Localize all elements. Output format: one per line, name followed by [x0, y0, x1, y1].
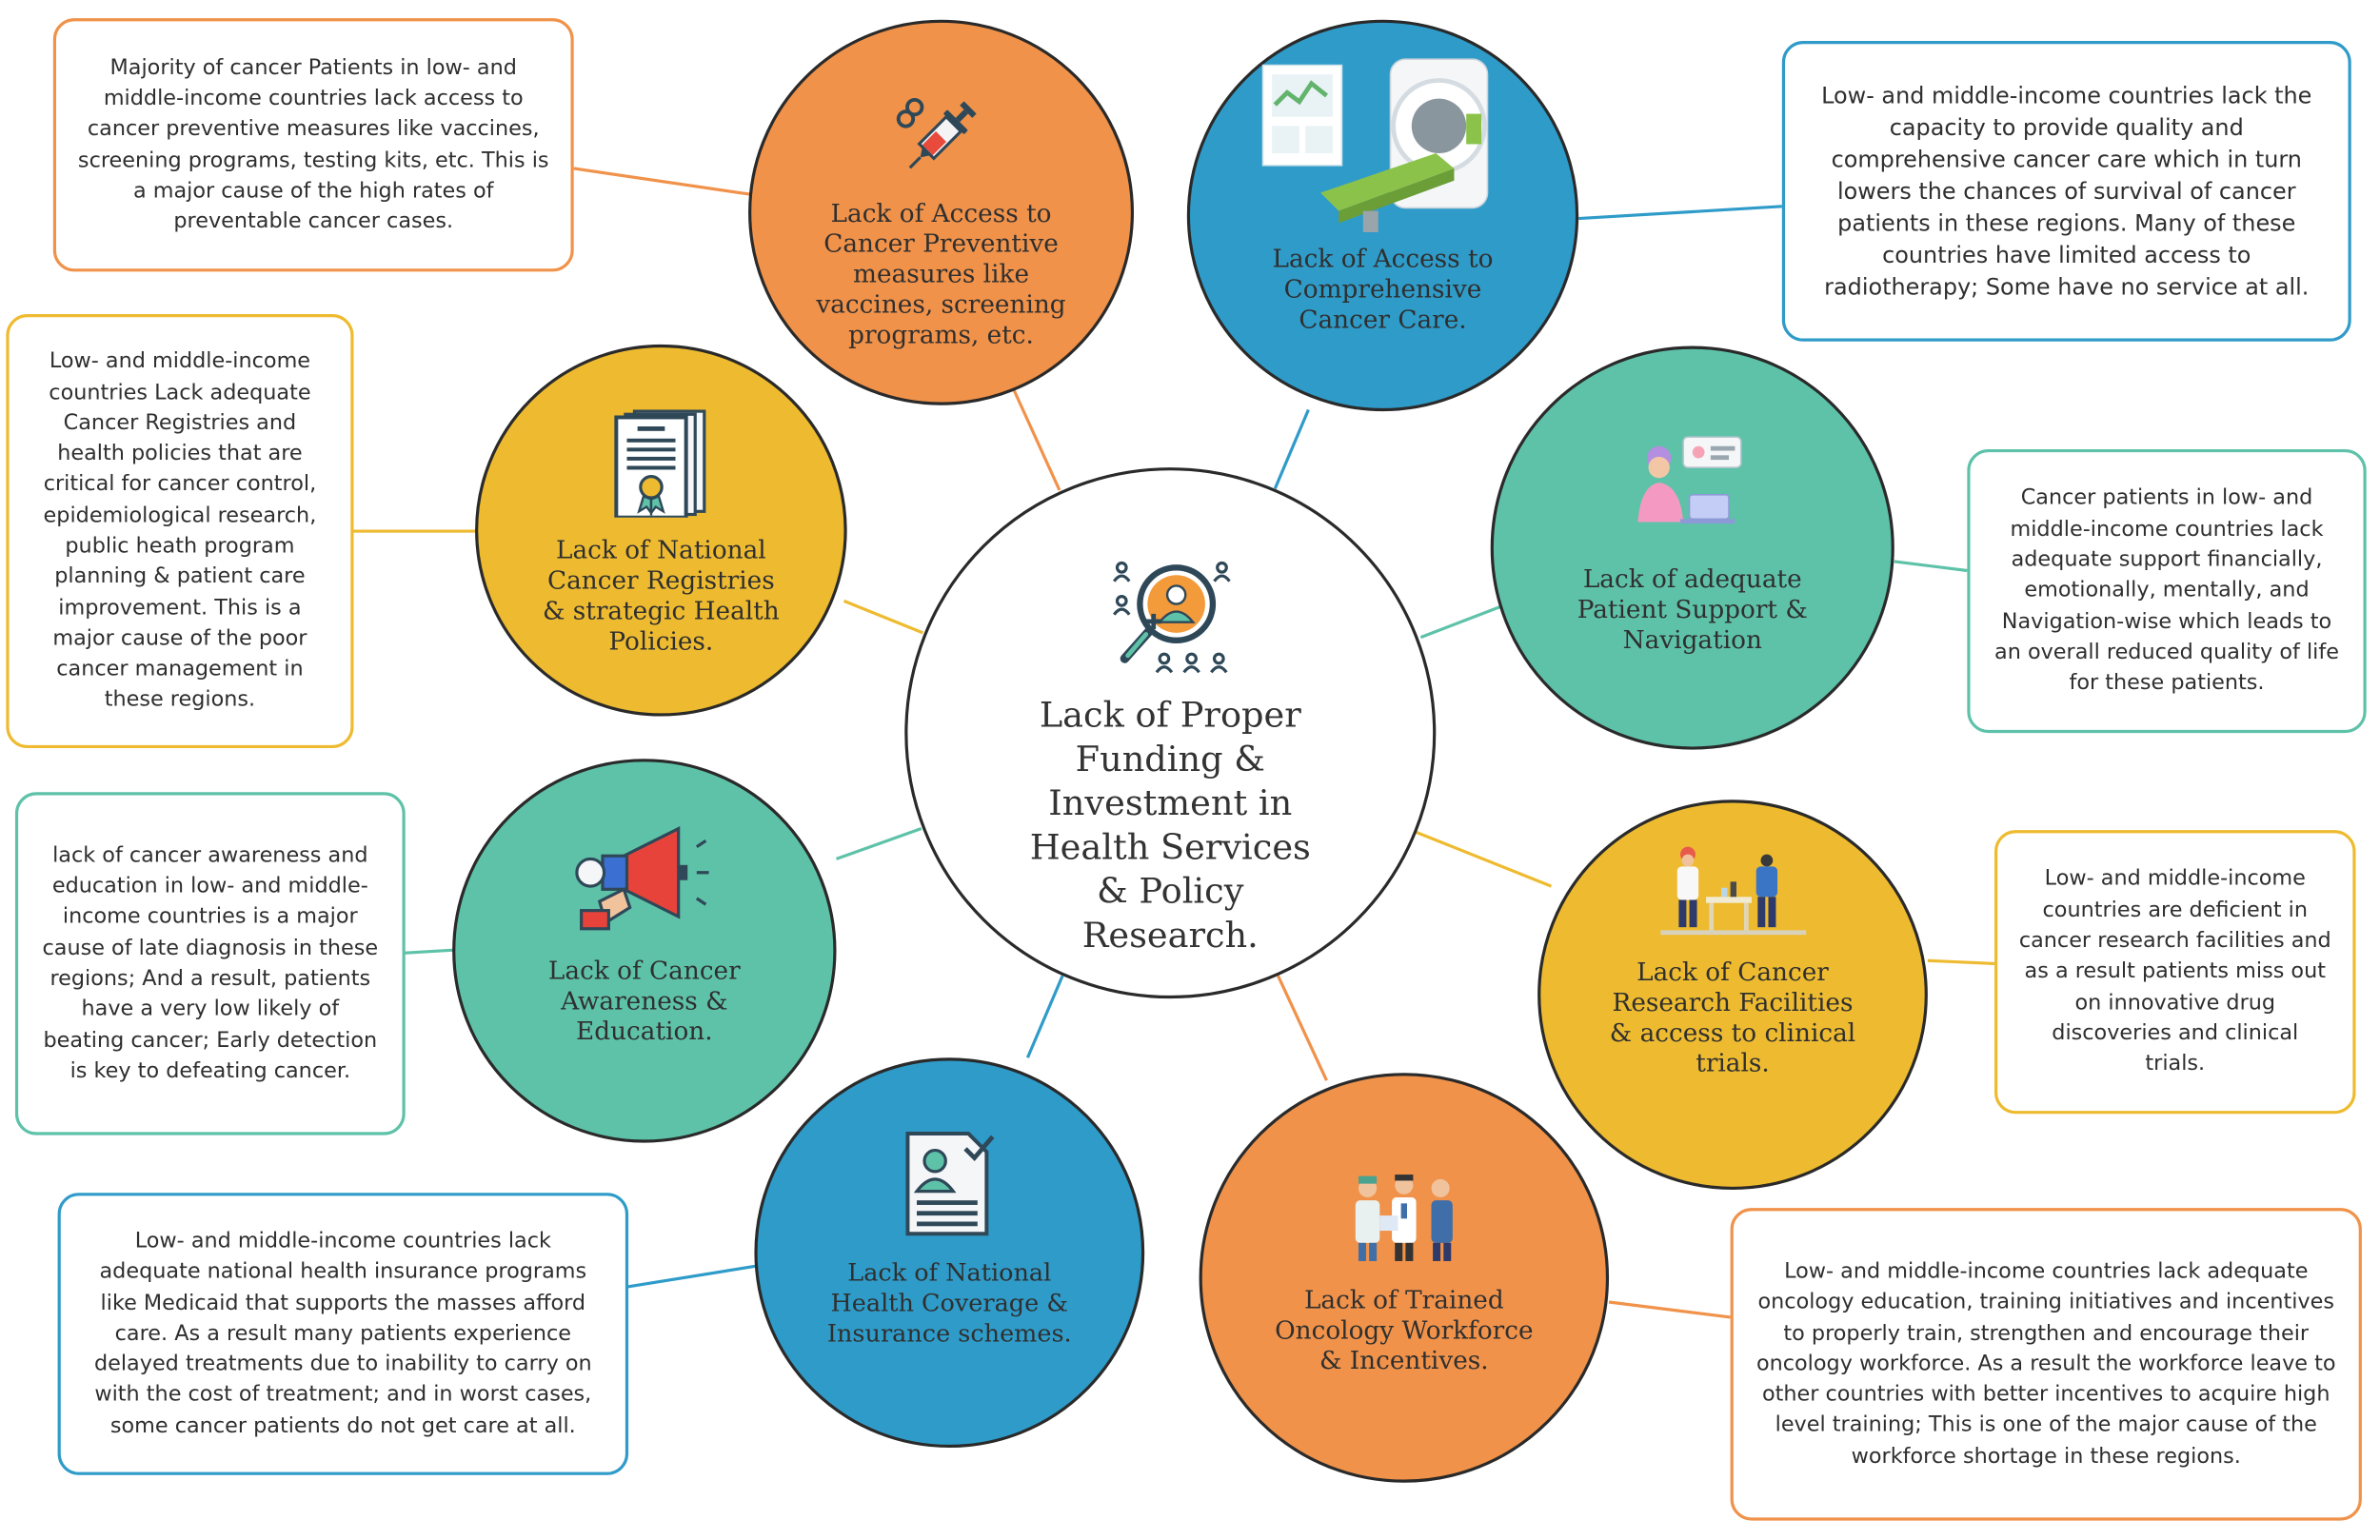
connector-awareness-box [404, 948, 456, 955]
connector-workforce-box [1608, 1300, 1731, 1319]
description-text-support: Cancer patients in low- and middle-incom… [1994, 485, 2339, 696]
syringe-icon [896, 97, 977, 169]
laboratory-icon [1659, 846, 1806, 936]
description-box-comprehensive: Low- and middle-income countries lack th… [1781, 41, 2351, 342]
topic-circle-coverage: Lack of National Health Coverage & Insur… [754, 1057, 1145, 1449]
connector-research-box [1927, 958, 1995, 966]
connector-comprehensive-spoke [1273, 408, 1310, 490]
description-box-preventive: Majority of cancer Patients in low- and … [52, 18, 574, 272]
patient-search-icon [1112, 561, 1231, 674]
connector-support-box [1894, 560, 1968, 573]
center-circle: Lack of Proper Funding & Investment in H… [904, 467, 1437, 999]
description-text-research: Low- and middle-income countries are def… [2018, 867, 2331, 1076]
megaphone-icon [574, 825, 708, 931]
topic-circle-preventive: Lack of Access to Cancer Preventive meas… [748, 19, 1135, 405]
topic-circle-support: Lack of adequate Patient Support & Navig… [1490, 346, 1894, 750]
description-text-preventive: Majority of cancer Patients in low- and … [77, 55, 549, 234]
connector-workforce-spoke [1277, 975, 1328, 1081]
connector-preventive-box [573, 167, 750, 196]
topic-label-support: Lack of adequate Patient Support & Navig… [1577, 564, 1808, 655]
topic-label-awareness: Lack of Cancer Awareness & Education. [547, 956, 741, 1046]
topic-label-preventive: Lack of Access to Cancer Preventive meas… [816, 198, 1066, 349]
topic-label-registries: Lack of National Cancer Registries & str… [542, 535, 780, 656]
topic-circle-comprehensive: Lack of Access to Comprehensive Cancer C… [1186, 19, 1579, 412]
connector-comprehensive-box [1578, 205, 1782, 221]
description-box-awareness: lack of cancer awareness and education i… [14, 792, 406, 1135]
description-text-coverage: Low- and middle-income countries lack ad… [93, 1229, 592, 1439]
connector-coverage-spoke [1025, 975, 1064, 1058]
certificate-icon [613, 409, 705, 518]
topic-label-research: Lack of Cancer Research Facilities & acc… [1609, 958, 1856, 1078]
description-text-registries: Low- and middle-income countries Lack ad… [43, 349, 317, 713]
patient-support-icon [1637, 436, 1742, 524]
description-box-coverage: Low- and middle-income countries lack ad… [57, 1193, 629, 1475]
center-title: Lack of Proper Funding & Investment in H… [1029, 696, 1311, 957]
topic-label-coverage: Lack of National Health Coverage & Insur… [826, 1257, 1072, 1348]
connector-coverage-box [626, 1264, 760, 1289]
connector-research-spoke [1414, 830, 1553, 888]
description-text-comprehensive: Low- and middle-income countries lack th… [1821, 81, 2312, 300]
connector-support-spoke [1419, 605, 1500, 640]
topic-label-workforce: Lack of Trained Oncology Workforce & Inc… [1275, 1285, 1534, 1375]
connector-registries-spoke [843, 599, 923, 635]
description-box-research: Low- and middle-income countries are def… [1994, 830, 2356, 1115]
connector-preventive-spoke [1012, 389, 1061, 491]
insurance-document-icon [904, 1132, 994, 1236]
description-box-registries: Low- and middle-income countries Lack ad… [6, 314, 354, 749]
mri-scanner-icon [1261, 58, 1489, 232]
description-text-awareness: lack of cancer awareness and education i… [42, 843, 379, 1084]
description-box-support: Cancer patients in low- and middle-incom… [1967, 448, 2367, 734]
topic-circle-registries: Lack of National Cancer Registries & str… [475, 344, 847, 717]
description-box-workforce: Low- and middle-income countries lack ad… [1730, 1208, 2362, 1521]
topic-circle-workforce: Lack of Trained Oncology Workforce & Inc… [1199, 1073, 1610, 1483]
topic-circle-research: Lack of Cancer Research Facilities & acc… [1537, 800, 1928, 1191]
topic-circle-awareness: Lack of Cancer Awareness & Education. [452, 759, 837, 1143]
topic-label-comprehensive: Lack of Access to Comprehensive Cancer C… [1272, 244, 1494, 334]
description-text-workforce: Low- and middle-income countries lack ad… [1755, 1259, 2336, 1469]
connector-awareness-spoke [835, 827, 922, 860]
medical-team-icon [1355, 1175, 1453, 1261]
